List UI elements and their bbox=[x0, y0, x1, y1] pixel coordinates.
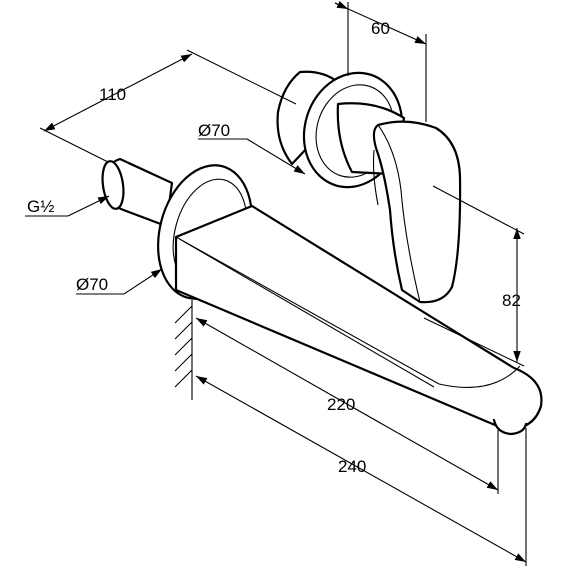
dimension-240: 240 bbox=[195, 375, 527, 566]
spout-assembly bbox=[101, 157, 543, 436]
dimension-60: 60 bbox=[334, 0, 427, 122]
mixer-lever bbox=[372, 120, 462, 304]
dimension-thread-label: G½ bbox=[27, 197, 54, 216]
dimension-thread: G½ bbox=[25, 195, 110, 217]
dimension-dia70-lower: Ø70 bbox=[76, 268, 163, 295]
dimension-240-label: 240 bbox=[338, 457, 366, 476]
dimension-110: 110 bbox=[39, 49, 297, 163]
wall-hatch bbox=[174, 300, 193, 400]
dimension-220-label: 220 bbox=[327, 395, 355, 414]
dimension-dia70-upper: Ø70 bbox=[198, 121, 306, 175]
dimension-dia70-upper-label: Ø70 bbox=[198, 121, 230, 140]
dimension-60-label: 60 bbox=[371, 19, 390, 38]
dimension-82: 82 bbox=[423, 185, 525, 367]
dimension-82-label: 82 bbox=[502, 291, 521, 310]
mixer-lever-front bbox=[372, 149, 379, 206]
dimension-110-label: 110 bbox=[99, 85, 126, 104]
mixer-lever-edge bbox=[377, 124, 421, 303]
dimension-dia70-lower-label: Ø70 bbox=[76, 275, 108, 294]
mixer-body bbox=[276, 70, 462, 304]
